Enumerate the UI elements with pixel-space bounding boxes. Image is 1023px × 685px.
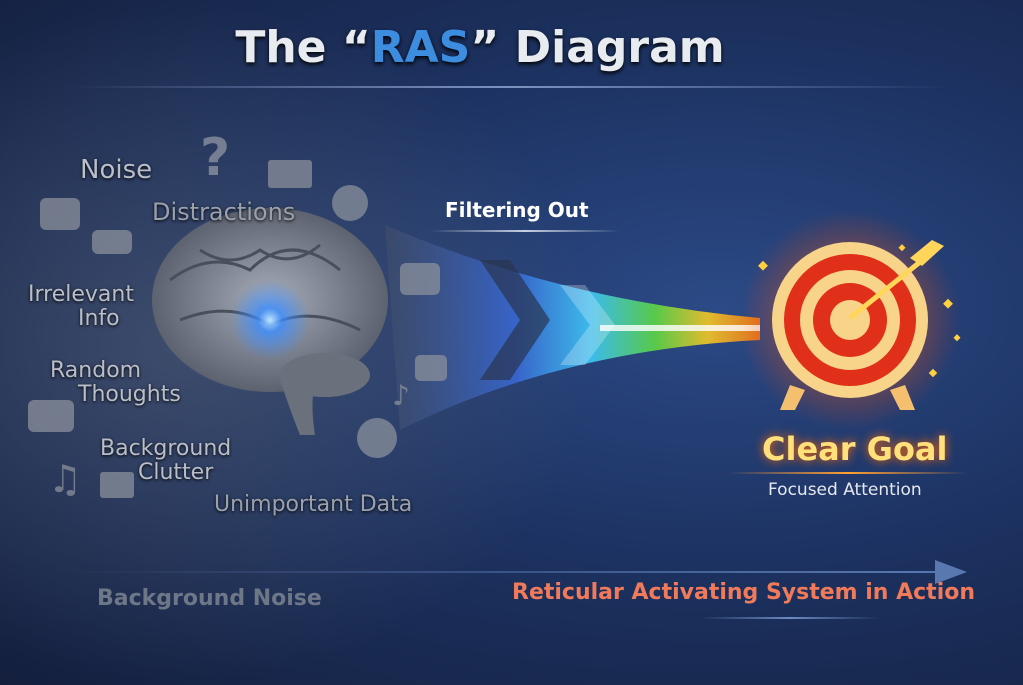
video-icon bbox=[100, 472, 134, 498]
music-note-icon: ♪ bbox=[392, 379, 410, 412]
noise-label: Noise bbox=[80, 155, 153, 185]
background-noise-label: Background Noise bbox=[97, 586, 322, 611]
unimportant-data-label: Unimportant Data bbox=[214, 492, 413, 517]
funnel-beam bbox=[385, 225, 760, 430]
filtering-out-label: Filtering Out bbox=[445, 198, 589, 222]
background-label: Background bbox=[100, 436, 232, 461]
info-label: Info bbox=[78, 306, 120, 331]
distractions-label: Distractions bbox=[152, 198, 296, 226]
chat-bubble-icon bbox=[92, 230, 132, 254]
title-divider bbox=[70, 86, 950, 88]
noise-icons: ? ♫ ♪ bbox=[28, 128, 447, 501]
focused-attention-label: Focused Attention bbox=[768, 480, 922, 500]
page-title: The “RAS” Diagram bbox=[235, 22, 725, 73]
clear-goal-label: Clear Goal bbox=[762, 430, 948, 468]
footer-arrow-icon bbox=[935, 560, 967, 584]
arrow-icon bbox=[848, 260, 922, 320]
footer-divider bbox=[700, 617, 880, 619]
question-icon: ? bbox=[200, 128, 230, 188]
filter-divider bbox=[430, 230, 620, 232]
brain-icon bbox=[152, 208, 388, 435]
music-note-icon: ♫ bbox=[48, 457, 82, 501]
thoughts-label: Thoughts bbox=[78, 382, 181, 407]
clutter-label: Clutter bbox=[138, 460, 214, 485]
target-icon bbox=[740, 210, 960, 430]
envelope-icon bbox=[268, 160, 312, 188]
chat-bubble-icon bbox=[28, 400, 74, 432]
chat-bubble-icon bbox=[400, 263, 440, 295]
goal-divider bbox=[728, 472, 968, 474]
chat-bubble-icon bbox=[357, 418, 397, 458]
chat-bubble-icon bbox=[415, 355, 447, 381]
chat-bubble-icon bbox=[40, 198, 80, 230]
chat-bubble-icon bbox=[332, 185, 368, 221]
irrelevant-label: Irrelevant bbox=[28, 282, 134, 307]
footer-arrow-line bbox=[60, 571, 955, 573]
ras-in-action-label: Reticular Activating System in Action bbox=[512, 580, 976, 605]
sparkles bbox=[758, 244, 961, 378]
random-label: Random bbox=[50, 358, 142, 383]
